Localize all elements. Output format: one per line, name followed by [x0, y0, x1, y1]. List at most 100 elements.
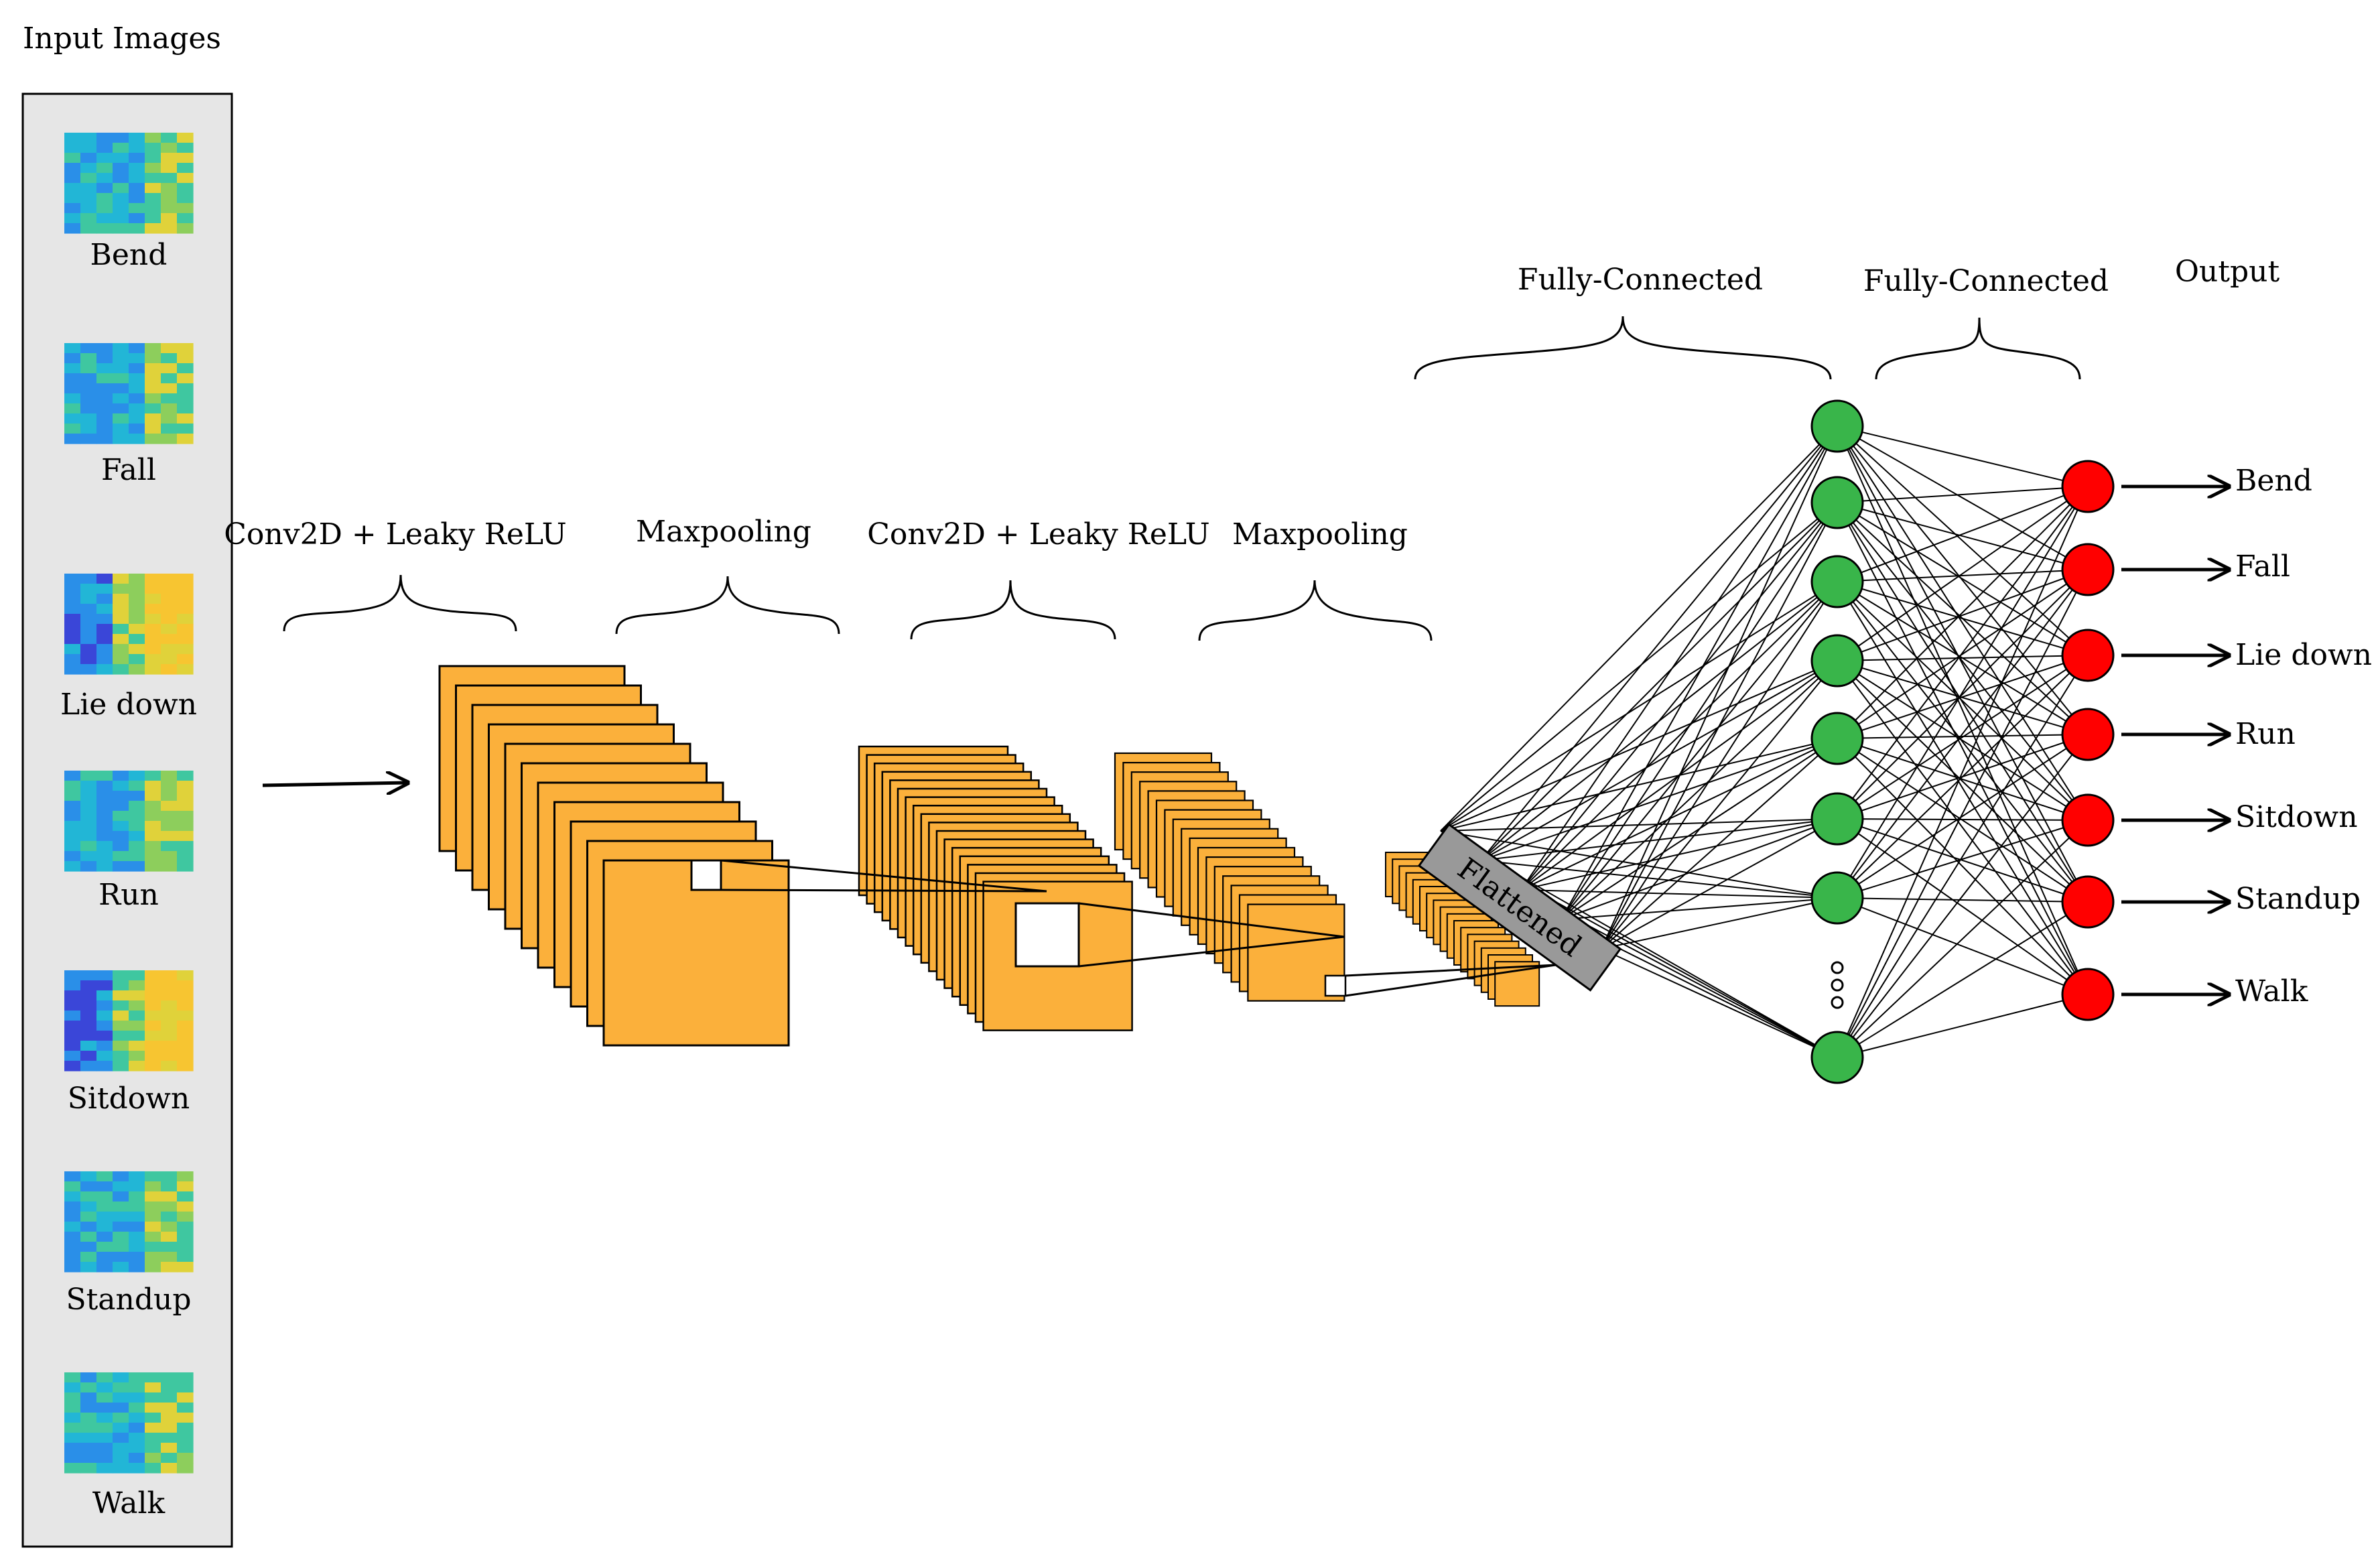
heatmap-cell	[80, 173, 97, 184]
heatmap-cell	[177, 1453, 194, 1464]
heatmap-cell	[113, 1011, 129, 1021]
edge-hidden-output	[1837, 738, 2089, 821]
heatmap-cell	[145, 970, 161, 981]
heatmap-cell	[113, 1000, 129, 1011]
edge-flatten-hidden	[1520, 818, 1838, 891]
heatmap-cell	[177, 163, 194, 174]
heatmap-cell	[96, 1242, 113, 1252]
heatmap-cell	[129, 634, 145, 645]
edge-hidden-output	[1837, 818, 2089, 995]
edge-flatten-hidden	[1440, 818, 1838, 832]
heatmap-cell	[113, 343, 129, 354]
edge-hidden-output	[1837, 486, 2089, 739]
heatmap-cell	[113, 143, 129, 153]
heatmap-cell	[129, 373, 145, 384]
heatmap-cell	[113, 193, 129, 204]
heatmap-cell	[145, 424, 161, 434]
heatmap-cell	[64, 1423, 81, 1433]
output-label: Run	[2235, 717, 2296, 751]
edge-flatten-hidden	[1561, 660, 1838, 920]
heatmap-cell	[145, 183, 161, 194]
heatmap-cell	[129, 383, 145, 394]
heatmap-cell	[161, 173, 178, 184]
heatmap-cell	[161, 163, 178, 174]
output-run: Run	[2121, 717, 2296, 751]
heatmap-cell	[145, 771, 161, 781]
heatmap-cell	[129, 173, 145, 184]
heatmap-cell	[96, 604, 113, 614]
edge-flatten-hidden	[1601, 581, 1838, 950]
heatmap-cell	[113, 791, 129, 801]
stage-label-fc2: Fully-Connected	[1863, 264, 2109, 298]
edge-flatten-hidden	[1440, 738, 1838, 832]
heatmap-cell	[177, 624, 194, 635]
heatmap-cell	[161, 604, 178, 614]
heatmap-cell	[129, 143, 145, 153]
heatmap-cell	[177, 781, 194, 791]
heatmap-cell	[161, 771, 178, 781]
heatmap-cell	[177, 373, 194, 384]
edge-hidden-output	[1837, 820, 2089, 899]
input-image-standup: Standup	[64, 1171, 194, 1317]
heatmap-cell	[161, 634, 178, 645]
heatmap-cell	[96, 801, 113, 811]
heatmap-cell	[145, 624, 161, 635]
heatmap-cell	[113, 781, 129, 791]
heatmap-cell	[145, 393, 161, 404]
heatmap-cell	[129, 1181, 145, 1192]
heatmap-cell	[145, 831, 161, 842]
heatmap-cell	[64, 574, 81, 584]
heatmap-cell	[113, 1433, 129, 1443]
heatmap-cell	[161, 1413, 178, 1423]
stage-label-conv1: Conv2D + Leaky ReLU	[224, 517, 567, 551]
output-node	[2061, 543, 2115, 596]
heatmap-cell	[64, 811, 81, 822]
input-arrow	[262, 783, 407, 785]
edge-hidden-output	[1837, 738, 2089, 995]
heatmap-cell	[64, 1232, 81, 1242]
heatmap-cell	[129, 970, 145, 981]
heatmap-cell	[177, 1201, 194, 1212]
edge-hidden-output	[1837, 569, 2089, 661]
heatmap-cell	[145, 851, 161, 862]
heatmap-cell	[129, 604, 145, 614]
heatmap-cell	[96, 1000, 113, 1011]
heatmap-cell	[80, 1021, 97, 1031]
heatmap-cell	[145, 644, 161, 655]
heatmap-cell	[64, 1041, 81, 1051]
heatmap-cell	[80, 1031, 97, 1041]
heatmap-cell	[64, 353, 81, 364]
heatmap-cell	[80, 604, 97, 614]
edge-hidden-output	[1837, 581, 2089, 656]
heatmap-cell	[64, 801, 81, 811]
edge-hidden-output	[1837, 901, 2089, 1058]
heatmap-cell	[161, 343, 178, 354]
heatmap-cell	[145, 1463, 161, 1474]
heatmap-cell	[145, 1212, 161, 1222]
edge-hidden-output	[1837, 818, 2089, 821]
hidden-node	[1810, 399, 1864, 453]
heatmap-cell	[64, 781, 81, 791]
heatmap-cell	[145, 1403, 161, 1413]
heatmap-cell	[80, 1051, 97, 1061]
ellipsis-dot	[1831, 996, 1844, 1009]
heatmap-cell	[113, 634, 129, 645]
heatmap-cell	[129, 990, 145, 1001]
heatmap-cell	[145, 811, 161, 822]
heatmap-cell	[177, 363, 194, 374]
heatmap-cell	[64, 624, 81, 635]
edge-hidden-output	[1837, 502, 2089, 995]
heatmap-cell	[113, 173, 129, 184]
heatmap-cell	[161, 153, 178, 164]
heatmap-cell	[161, 574, 178, 584]
heatmap-cell	[80, 990, 97, 1001]
heatmap-cell	[96, 851, 113, 862]
heatmap-cell	[96, 1382, 113, 1393]
heatmap-cell	[113, 1201, 129, 1212]
heatmap-cell	[80, 1171, 97, 1182]
heatmap-cell	[64, 1242, 81, 1252]
edge-flatten-hidden	[1520, 426, 1838, 891]
heatmap-cell	[129, 1201, 145, 1212]
heatmap-cell	[80, 841, 97, 852]
heatmap-cell	[177, 811, 194, 822]
